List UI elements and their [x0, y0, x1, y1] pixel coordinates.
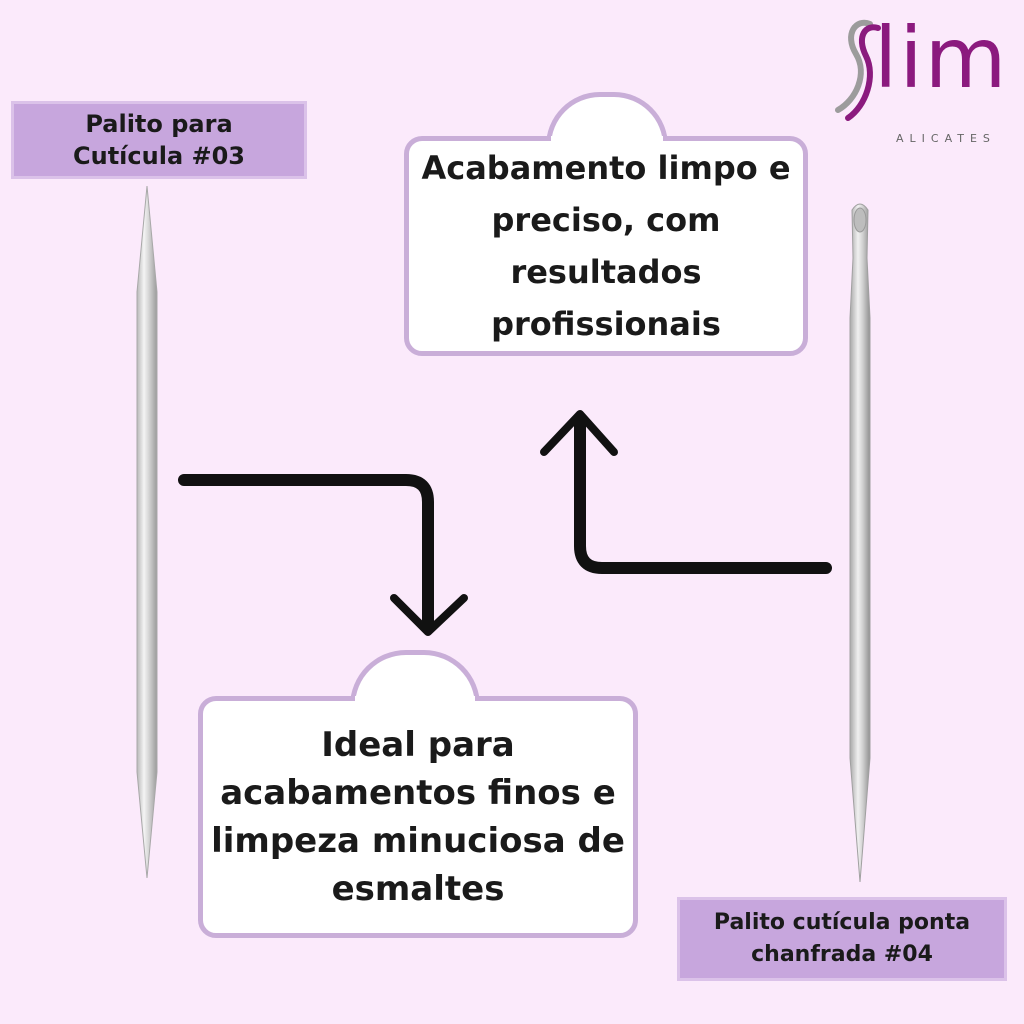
bottom-bubble-line4: esmaltes [331, 869, 505, 909]
top-bubble-cap-joint [551, 136, 663, 146]
left-product-tag: Palito para Cutícula #03 [14, 104, 304, 176]
logo-subtitle: ALICATES [896, 132, 996, 145]
logo-wordmark: lim [874, 9, 1009, 107]
bottom-bubble-line1: Ideal para [321, 725, 515, 765]
top-bubble-line3: resultados [510, 253, 702, 291]
logo-s-mark-icon [835, 19, 881, 121]
cuticle-pusher-04-image [849, 203, 871, 883]
bottom-bubble-cap-joint [355, 696, 475, 706]
bottom-callout-bubble: Ideal para acabamentos finos e limpeza m… [198, 696, 638, 938]
right-tag-line2: chanfrada #04 [751, 942, 933, 967]
top-bubble-line4: profissionais [491, 305, 721, 343]
left-tag-line1: Palito para [85, 110, 233, 138]
cuticle-pusher-03-image [136, 185, 158, 879]
right-product-tag: Palito cutícula ponta chanfrada #04 [680, 900, 1004, 978]
left-tag-line2: Cutícula #03 [73, 142, 245, 170]
top-bubble-line2: preciso, com [491, 201, 721, 239]
right-tag-line1: Palito cutícula ponta [713, 910, 971, 935]
bottom-bubble-line3: limpeza minuciosa de [211, 821, 625, 861]
top-bubble-line1: Acabamento limpo e [421, 149, 791, 187]
top-callout-bubble: Acabamento limpo e preciso, com resultad… [404, 136, 808, 356]
brand-logo: lim ALICATES [826, 9, 1016, 145]
bottom-bubble-line2: acabamentos finos e [220, 773, 616, 813]
arrow-down-icon [178, 474, 468, 636]
arrow-up-icon [540, 410, 832, 574]
